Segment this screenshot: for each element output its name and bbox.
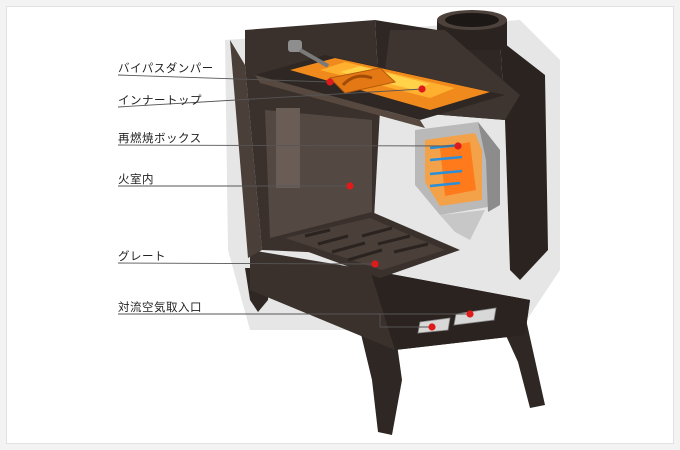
marker-firebox [346,182,354,190]
leader-innertop [117,88,423,108]
leader-grate [117,262,376,265]
leader-lines [117,74,470,328]
bypass-damper [288,40,397,94]
reburn-box [415,122,500,240]
label-firebox: 火室内 [118,172,154,186]
label-grate: グレート [118,249,166,263]
marker-reburn [454,142,462,150]
stove-left-wall [230,40,262,258]
leader-bypass [117,74,331,83]
label-inner-top: インナートップ [118,93,202,107]
callout-markers [326,78,474,331]
leader-reburn [117,144,459,147]
marker-innertop [418,85,426,93]
label-reburn-box: 再燃焼ボックス [118,131,202,145]
leader-convection [118,313,432,328]
marker-bypass [326,78,334,86]
grate [270,212,460,278]
flue-collar [437,10,507,50]
label-bypass-damper: バイパスダンパー [118,61,214,75]
label-convection-inlet: 対流空気取入口 [118,300,202,314]
marker-grate [371,260,379,268]
marker-convection-2 [466,310,474,318]
marker-convection-1 [428,323,436,331]
